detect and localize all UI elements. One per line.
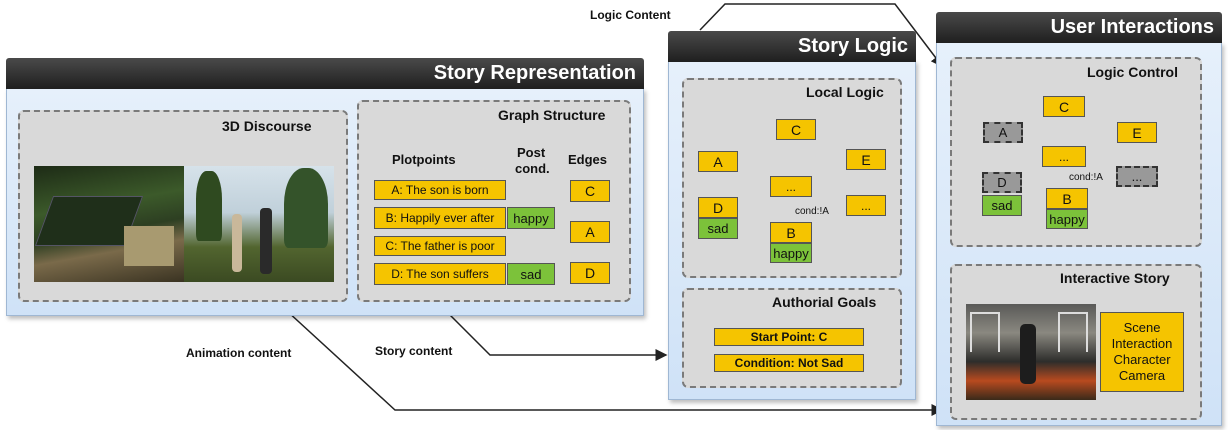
logic-node-e: E — [846, 149, 886, 170]
option-scene[interactable]: Scene — [1123, 320, 1161, 335]
plotpoint-d: D: The son suffers — [374, 263, 506, 285]
logic-content-label: Logic Content — [590, 8, 671, 22]
plotpoint-b: B: Happily ever after — [374, 207, 506, 229]
control-node-a-disabled: A — [983, 122, 1023, 143]
logic-node-a: A — [698, 151, 738, 172]
logic-control-title: Logic Control — [1087, 64, 1178, 80]
discourse-title: 3D Discourse — [222, 118, 312, 134]
control-node-c: C — [1043, 96, 1085, 117]
discourse-scene-characters-image — [184, 166, 334, 282]
option-interaction[interactable]: Interaction — [1111, 336, 1173, 351]
story-content-arrow — [439, 304, 668, 361]
col-edges: Edges — [568, 152, 608, 167]
postcond-sad: sad — [507, 263, 555, 285]
edge-node-a: A — [570, 221, 610, 243]
control-node-b-state: happy — [1046, 209, 1088, 229]
control-node-e: E — [1117, 122, 1157, 143]
edge-node-d: D — [570, 262, 610, 284]
control-node-right-disabled: ... — [1116, 166, 1158, 187]
logic-node-b-state: happy — [770, 243, 812, 263]
user-interactions-header: User Interactions — [936, 12, 1222, 43]
authorial-goals-title: Authorial Goals — [772, 294, 877, 310]
animation-content-arrow — [274, 299, 944, 416]
control-node-b: B — [1046, 188, 1088, 209]
edge-node-c: C — [570, 180, 610, 202]
interactive-story-title: Interactive Story — [1060, 270, 1170, 286]
graph-structure-title: Graph Structure — [498, 107, 606, 123]
logic-node-b: B — [770, 222, 812, 243]
local-logic-title: Local Logic — [806, 84, 884, 100]
control-cond-label: cond:!A — [1069, 172, 1103, 183]
plotpoint-c: C: The father is poor — [374, 236, 506, 256]
col-plotpoints: Plotpoints — [392, 152, 456, 167]
story-logic-header: Story Logic — [668, 31, 916, 62]
goal-condition: Condition: Not Sad — [714, 354, 864, 372]
logic-node-d: D — [698, 197, 738, 218]
plotpoint-a: A: The son is born — [374, 180, 506, 200]
interaction-options-box: Scene Interaction Character Camera — [1100, 312, 1184, 392]
logic-node-right: ... — [846, 195, 886, 216]
animation-content-label: Animation content — [186, 346, 292, 360]
logic-node-mid: ... — [770, 176, 812, 197]
col-postcond-line2: cond. — [515, 161, 550, 176]
logic-content-arrow — [699, 3, 943, 68]
goal-start-point: Start Point: C — [714, 328, 864, 346]
logic-cond-label: cond:!A — [795, 206, 829, 217]
option-character[interactable]: Character — [1113, 352, 1171, 367]
logic-node-c: C — [776, 119, 816, 140]
discourse-scene-house-image — [34, 166, 184, 282]
interactive-story-scene-image — [966, 304, 1096, 400]
logic-node-d-state: sad — [698, 218, 738, 239]
control-node-mid: ... — [1042, 146, 1086, 167]
control-node-d-disabled: D — [982, 172, 1022, 193]
option-camera[interactable]: Camera — [1118, 368, 1166, 383]
postcond-happy: happy — [507, 207, 555, 229]
control-node-d-state: sad — [982, 195, 1022, 216]
col-postcond-line1: Post — [517, 145, 546, 160]
story-content-label: Story content — [375, 344, 453, 358]
story-representation-header: Story Representation — [6, 58, 644, 89]
